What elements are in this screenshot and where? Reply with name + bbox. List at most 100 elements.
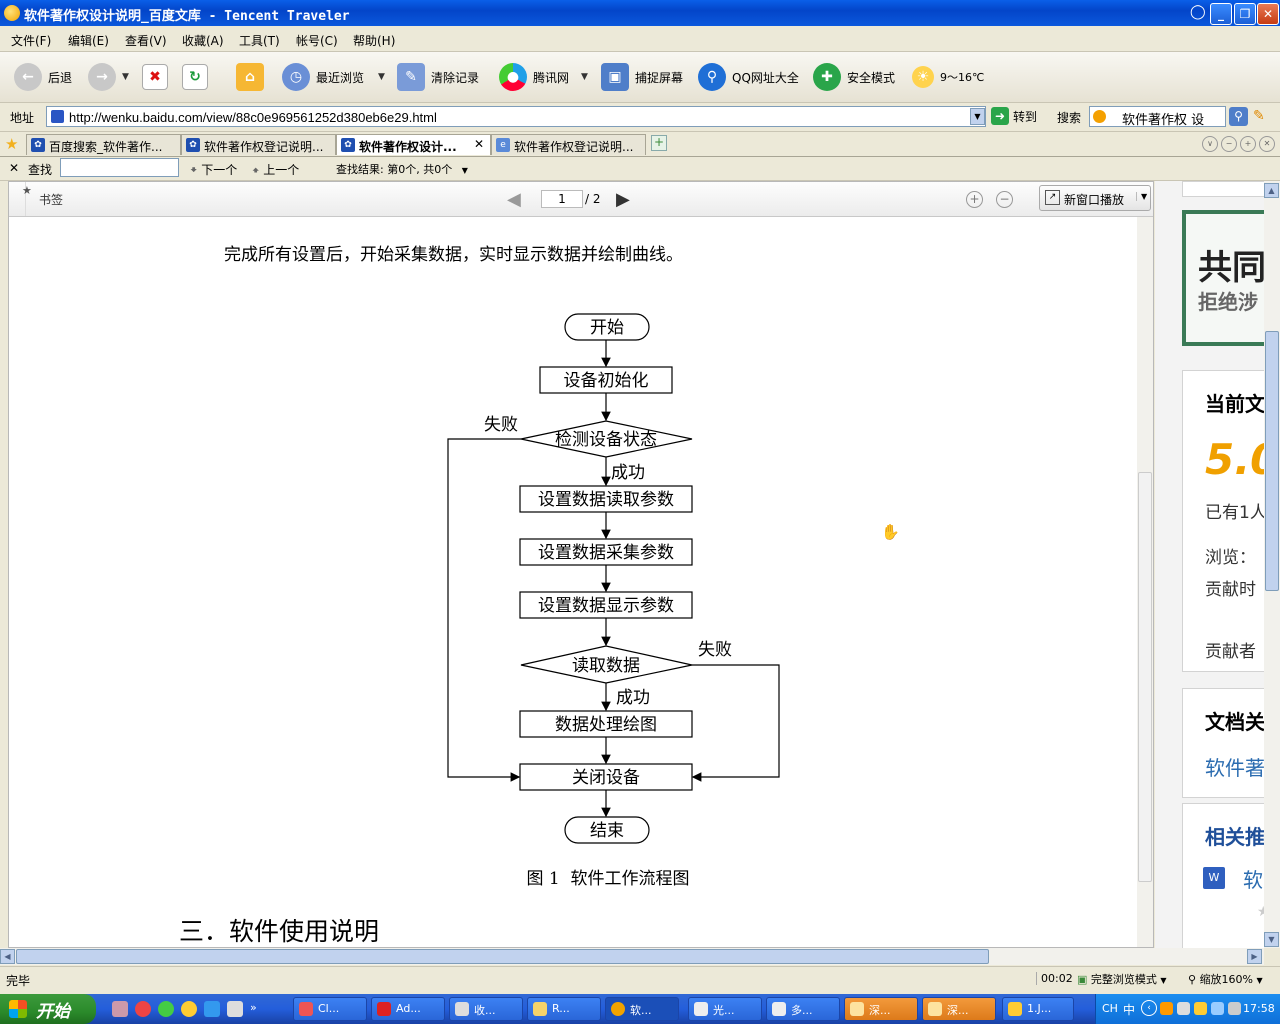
task-label: R... xyxy=(552,1002,570,1015)
doc-related-link[interactable]: 软件著 xyxy=(1205,756,1265,780)
tab-copyright-design[interactable]: ✿ 软件著作权设计... ✕ xyxy=(336,134,491,155)
task-button-active[interactable]: 软... xyxy=(605,997,679,1021)
browse-mode-button[interactable]: ▣ 完整浏览模式 ▼ xyxy=(1077,971,1167,987)
find-prev-button[interactable]: 🠹 上一个 xyxy=(252,161,299,182)
url-input[interactable]: http://wenku.baidu.com/view/88c0e9695612… xyxy=(46,106,986,127)
qq-sites-button[interactable]: ⚲ QQ网址大全 xyxy=(698,60,799,94)
tab-scroll-down-icon[interactable]: ∨ xyxy=(1202,136,1218,152)
capture-button[interactable]: ▣ 捕捉屏幕 xyxy=(601,60,683,94)
page-scrollbar[interactable]: ▲ ▼ xyxy=(1264,181,1280,948)
browse-count: 浏览： xyxy=(1205,548,1256,568)
bookmark-button[interactable]: ★ 书签 xyxy=(19,182,63,216)
history-button[interactable]: ◷ 最近浏览 ▼ xyxy=(282,60,385,94)
stop-button[interactable]: ✖ xyxy=(142,60,168,94)
quicklaunch-icon[interactable] xyxy=(112,1001,128,1017)
task-button[interactable]: Ad... xyxy=(371,997,445,1021)
zoom-out-icon[interactable]: − xyxy=(996,191,1013,208)
new-tab-icon[interactable]: + xyxy=(651,135,667,151)
favorites-star-icon[interactable]: ★ xyxy=(5,135,19,153)
document-scrollbar-thumb[interactable] xyxy=(1138,472,1152,882)
task-button[interactable]: 1.J... xyxy=(1002,997,1074,1021)
tray-expand-icon[interactable]: ‹ xyxy=(1141,1000,1157,1016)
ime-indicator[interactable]: 中 xyxy=(1123,1003,1136,1017)
scroll-down-icon[interactable]: ▼ xyxy=(1264,932,1279,947)
next-page-icon[interactable]: ▶ xyxy=(616,189,630,210)
tab-baidu-search[interactable]: ✿ 百度搜索_软件著作... xyxy=(26,134,181,155)
tray-app-icon[interactable] xyxy=(1194,1002,1207,1015)
url-dropdown-icon[interactable]: ▼ xyxy=(970,108,985,125)
tab-copyright-1[interactable]: ✿ 软件著作权登记说明... xyxy=(181,134,336,155)
task-button[interactable]: R... xyxy=(527,997,601,1021)
refresh-button[interactable]: ↻ xyxy=(182,60,208,94)
forward-button[interactable]: → ▼ xyxy=(88,60,129,94)
task-button[interactable]: 多... xyxy=(766,997,840,1021)
promo-banner[interactable]: 共同 拒绝涉 xyxy=(1182,210,1280,346)
clear-history-button[interactable]: ✎ 清除记录 xyxy=(397,60,479,94)
task-button[interactable]: 深... xyxy=(922,997,996,1021)
horizontal-scrollbar-thumb[interactable] xyxy=(16,949,989,964)
find-next-button[interactable]: 🠻 下一个 xyxy=(190,161,237,182)
go-button[interactable]: ➜ 转到 xyxy=(991,107,1037,125)
zoom-in-icon[interactable]: + xyxy=(966,191,983,208)
quicklaunch-icon[interactable] xyxy=(227,1001,243,1017)
weather-label: 9～16℃ xyxy=(940,71,985,84)
task-button[interactable]: 收... xyxy=(449,997,523,1021)
search-input[interactable]: 软件著作权 设 xyxy=(1089,106,1226,127)
close-tab-icon[interactable]: ✕ xyxy=(473,137,484,151)
close-find-icon[interactable]: ✕ xyxy=(9,161,20,175)
tab-close-all-icon[interactable]: ✕ xyxy=(1259,136,1275,152)
quicklaunch-icon[interactable] xyxy=(135,1001,151,1017)
menu-favorites[interactable]: 收藏(A) xyxy=(182,34,224,48)
menu-account[interactable]: 帐号(C) xyxy=(296,34,338,48)
menu-help[interactable]: 帮助(H) xyxy=(353,34,396,48)
menu-view[interactable]: 查看(V) xyxy=(125,34,167,48)
quicklaunch-more-icon[interactable]: » xyxy=(250,1001,257,1014)
safe-mode-button[interactable]: ✚ 安全模式 xyxy=(813,60,895,94)
prev-page-icon[interactable]: ◀ xyxy=(507,189,521,210)
tray-app-icon[interactable] xyxy=(1160,1002,1173,1015)
find-result[interactable]: 查找结果: 第0个, 共0个 ▼ xyxy=(336,161,468,177)
zoom-button[interactable]: ⚲ 缩放160% ▼ xyxy=(1188,971,1263,987)
task-button[interactable]: 深... xyxy=(844,997,918,1021)
chat-icon[interactable]: ◯ xyxy=(1190,4,1206,20)
minimize-button[interactable]: _ xyxy=(1210,3,1232,25)
related-item-link[interactable]: 软 xyxy=(1243,868,1263,892)
quicklaunch-icon[interactable] xyxy=(158,1001,174,1017)
home-button[interactable]: ⌂ xyxy=(236,60,264,94)
scroll-right-icon[interactable]: ▶ xyxy=(1247,949,1262,964)
highlight-icon[interactable]: ✎ xyxy=(1253,108,1265,124)
chevron-down-icon[interactable]: ▼ xyxy=(1136,192,1147,201)
scroll-up-icon[interactable]: ▲ xyxy=(1264,183,1279,198)
back-button[interactable]: ← 后退 xyxy=(14,60,72,94)
page-number-input[interactable]: 1 xyxy=(541,190,583,208)
horizontal-scrollbar[interactable]: ◀ ▶ xyxy=(0,948,1264,965)
task-button[interactable]: 光... xyxy=(688,997,762,1021)
tab-tile-icon[interactable]: + xyxy=(1240,136,1256,152)
search-engine-icon[interactable] xyxy=(1093,110,1106,123)
start-button[interactable]: 开始 xyxy=(0,994,96,1024)
quicklaunch-icon[interactable] xyxy=(181,1001,197,1017)
weather-widget[interactable]: ☀ 9～16℃ xyxy=(912,60,984,94)
menu-file[interactable]: 文件(F) xyxy=(11,34,52,48)
clock[interactable]: 17:58 xyxy=(1243,1002,1275,1015)
document-scrollbar[interactable] xyxy=(1137,217,1153,947)
menu-edit[interactable]: 编辑(E) xyxy=(68,34,109,48)
tab-copyright-2[interactable]: e 软件著作权登记说明... xyxy=(491,134,646,155)
new-window-play-button[interactable]: ↗ 新窗口播放 ▼ xyxy=(1039,185,1151,211)
menu-tools[interactable]: 工具(T) xyxy=(239,34,280,48)
tray-app-icon[interactable] xyxy=(1211,1002,1224,1015)
language-indicator[interactable]: CH xyxy=(1102,1002,1118,1015)
scroll-left-icon[interactable]: ◀ xyxy=(0,949,15,964)
task-button[interactable]: Cl... xyxy=(293,997,367,1021)
tray-app-icon[interactable] xyxy=(1177,1002,1190,1015)
tencent-button[interactable]: ● 腾讯网 ▼ xyxy=(499,60,588,94)
maximize-button[interactable]: ❐ xyxy=(1234,3,1256,25)
quicklaunch-icon[interactable] xyxy=(204,1001,220,1017)
tab-restore-icon[interactable]: − xyxy=(1221,136,1237,152)
find-input[interactable] xyxy=(60,158,179,177)
volume-icon[interactable] xyxy=(1228,1002,1241,1015)
search-icon[interactable]: ⚲ xyxy=(1229,107,1248,126)
page-scrollbar-thumb[interactable] xyxy=(1265,331,1279,591)
system-tray: CH 中 ‹ 17:58 xyxy=(1095,994,1280,1024)
close-button[interactable]: ✕ xyxy=(1257,3,1279,25)
